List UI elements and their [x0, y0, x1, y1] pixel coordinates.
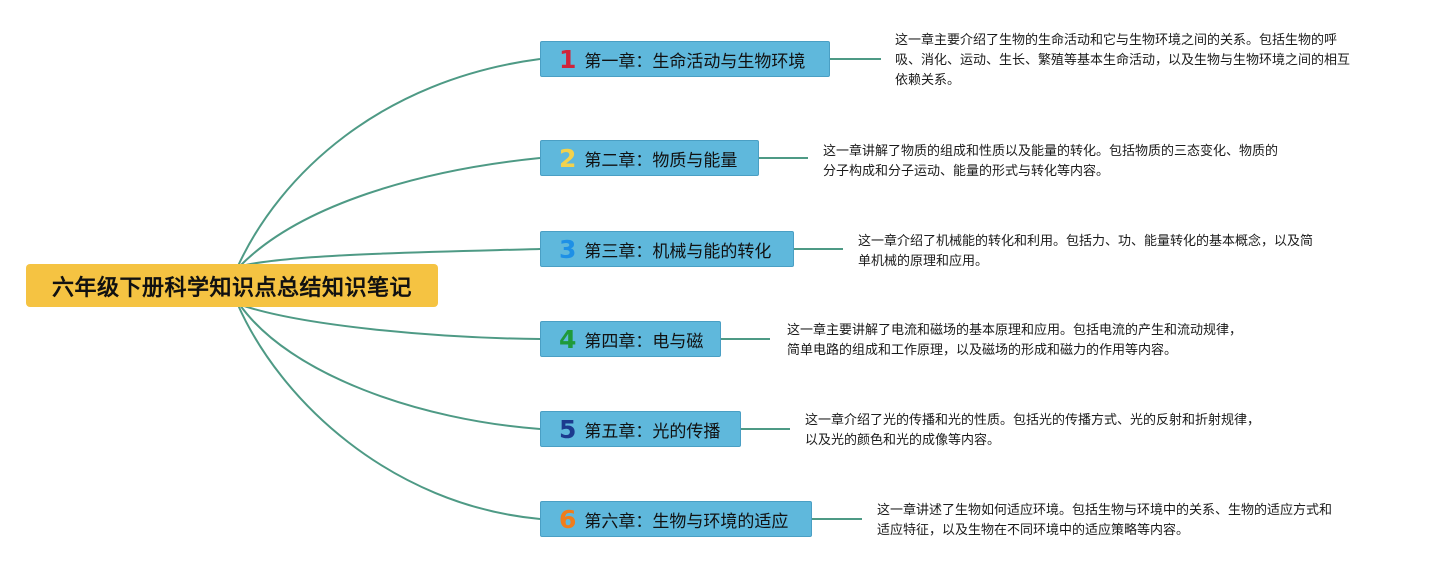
chapter-title-2: 第二章：物质与能量 [584, 150, 738, 171]
root-title: 六年级下册科学知识点总结知识笔记 [51, 275, 412, 301]
desc-line: 这一章介绍了光的传播和光的性质。包括光的传播方式、光的反射和折射规律， [805, 413, 1261, 428]
branch-curve-5 [239, 304, 541, 430]
chapter-node-6[interactable]: 6 第六章：生物与环境的适应 [540, 501, 812, 537]
chapter-title-6: 第六章：生物与环境的适应 [584, 511, 789, 532]
chapter-desc-4: 这一章主要讲解了电流和磁场的基本原理和应用。包括电流的产生和流动规律， 简单电路… [787, 321, 1242, 361]
desc-line: 这一章讲解了物质的组成和性质以及能量的转化。包括物质的三态变化、物质的 [823, 144, 1279, 159]
branch-curve-6 [237, 304, 541, 520]
desc-line: 依赖关系。 [895, 73, 961, 88]
chapter-title-5: 第五章：光的传播 [584, 421, 721, 442]
branch-curve-3 [240, 248, 541, 267]
chapter-node-1[interactable]: 1 第一章：生命活动与生物环境 [540, 41, 830, 77]
chapter-desc-5: 这一章介绍了光的传播和光的性质。包括光的传播方式、光的反射和折射规律， 以及光的… [805, 411, 1260, 451]
chapter-number-2: 2 [559, 143, 577, 173]
desc-line: 以及光的颜色和光的成像等内容。 [805, 433, 1001, 448]
chapter-node-3[interactable]: 3 第三章：机械与能的转化 [540, 231, 794, 267]
chapter-desc-1: 这一章主要介绍了生物的生命活动和它与生物环境之间的关系。包括生物的呼 吸、消化、… [895, 31, 1350, 91]
branch-curve-2 [239, 157, 541, 267]
chapter-number-5: 5 [559, 414, 577, 444]
chapter-desc-3: 这一章介绍了机械能的转化和利用。包括力、功、能量转化的基本概念，以及简 单机械的… [858, 232, 1313, 272]
desc-line: 适应特征，以及生物在不同环境中的适应策略等内容。 [877, 523, 1190, 538]
chapter-desc-2: 这一章讲解了物质的组成和性质以及能量的转化。包括物质的三态变化、物质的 分子构成… [823, 142, 1278, 182]
desc-line: 这一章介绍了机械能的转化和利用。包括力、功、能量转化的基本概念，以及简 [858, 234, 1314, 249]
branch-curve-1 [237, 58, 541, 267]
chapter-node-5[interactable]: 5 第五章：光的传播 [540, 411, 741, 447]
chapter-number-1: 1 [559, 44, 577, 74]
chapter-title-3: 第三章：机械与能的转化 [584, 241, 772, 262]
desc-line: 单机械的原理和应用。 [858, 254, 989, 269]
chapter-node-2[interactable]: 2 第二章：物质与能量 [540, 140, 759, 176]
chapter-node-4[interactable]: 4 第四章：电与磁 [540, 321, 721, 357]
desc-line: 这一章主要介绍了生物的生命活动和它与生物环境之间的关系。包括生物的呼 [895, 33, 1338, 48]
chapter-number-6: 6 [559, 504, 577, 534]
chapter-title-4: 第四章：电与磁 [584, 331, 704, 352]
branch-curve-4 [240, 304, 541, 340]
chapter-number-3: 3 [559, 234, 577, 264]
desc-line: 吸、消化、运动、生长、繁殖等基本生命活动，以及生物与生物环境之间的相互 [895, 53, 1351, 68]
chapter-desc-6: 这一章讲述了生物如何适应环境。包括生物与环境中的关系、生物的适应方式和 适应特征… [877, 501, 1332, 541]
desc-line: 分子构成和分子运动、能量的形式与转化等内容。 [823, 164, 1110, 179]
desc-line: 这一章主要讲解了电流和磁场的基本原理和应用。包括电流的产生和流动规律， [787, 323, 1243, 338]
desc-line: 简单电路的组成和工作原理，以及磁场的形成和磁力的作用等内容。 [787, 343, 1178, 358]
chapter-number-4: 4 [559, 324, 577, 354]
desc-line: 这一章讲述了生物如何适应环境。包括生物与环境中的关系、生物的适应方式和 [877, 503, 1333, 518]
root-topic[interactable]: 六年级下册科学知识点总结知识笔记 [26, 264, 438, 307]
chapter-title-1: 第一章：生命活动与生物环境 [584, 51, 806, 72]
